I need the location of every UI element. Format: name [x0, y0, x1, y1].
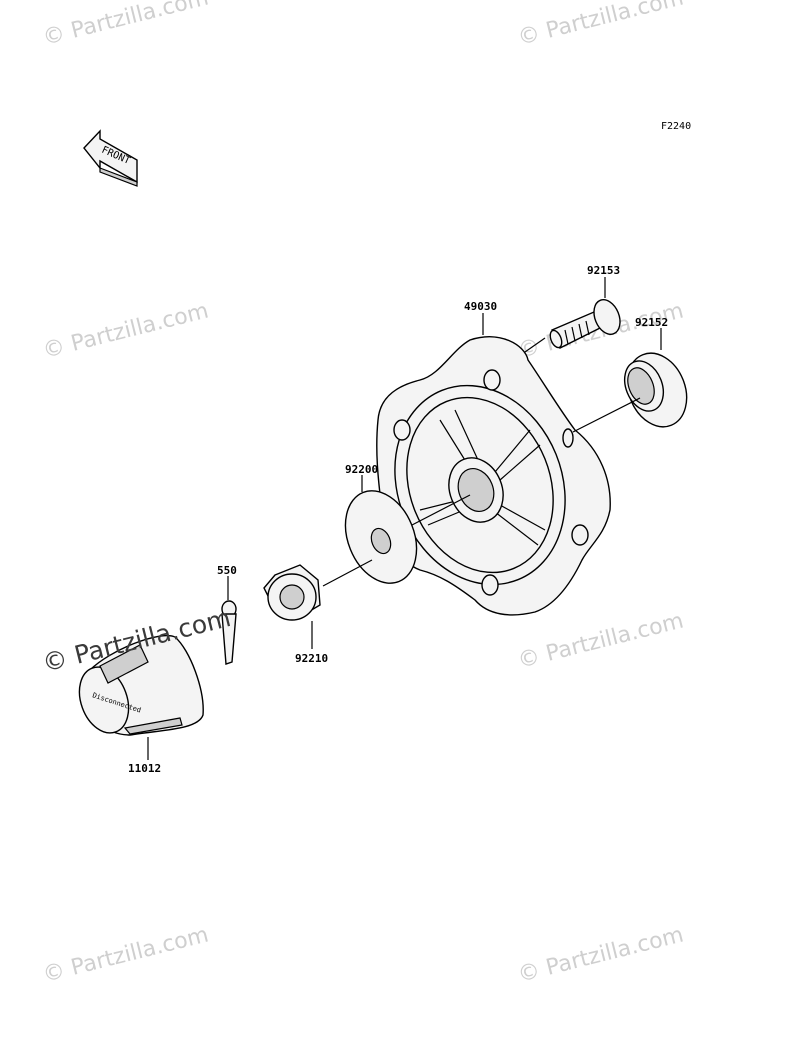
watermark-7: © Partzilla.com — [515, 922, 686, 987]
figure-code: F2240 — [661, 121, 691, 132]
part-number-nut: 92210 — [295, 652, 328, 665]
seal-drawing — [623, 352, 688, 428]
front-arrow-icon: FRONT — [83, 129, 138, 187]
part-number-cotter-pin: 550 — [217, 564, 237, 577]
washer-drawing — [344, 490, 418, 584]
part-labels: 49030 92153 92152 92200 550 92210 11012 — [128, 264, 668, 775]
watermark-1: © Partzilla.com — [40, 0, 211, 51]
leader-lines — [147, 277, 662, 760]
part-number-seal: 92152 — [635, 316, 668, 329]
part-number-hub: 49030 — [464, 300, 497, 313]
watermark-2: © Partzilla.com — [515, 0, 686, 51]
cotter-pin-drawing — [221, 600, 237, 665]
watermark-6: © Partzilla.com — [40, 922, 211, 987]
part-number-washer: 92200 — [345, 463, 378, 476]
part-number-stud: 92153 — [587, 264, 620, 277]
part-number-cap: 11012 — [128, 762, 161, 775]
watermark-3: © Partzilla.com — [40, 298, 211, 363]
watermark-5: © Partzilla.com — [515, 608, 686, 673]
stud-drawing — [549, 299, 621, 349]
cap-drawing: Disconnected — [78, 634, 204, 736]
nut-drawing — [263, 564, 321, 621]
hub-drawing — [376, 336, 611, 616]
